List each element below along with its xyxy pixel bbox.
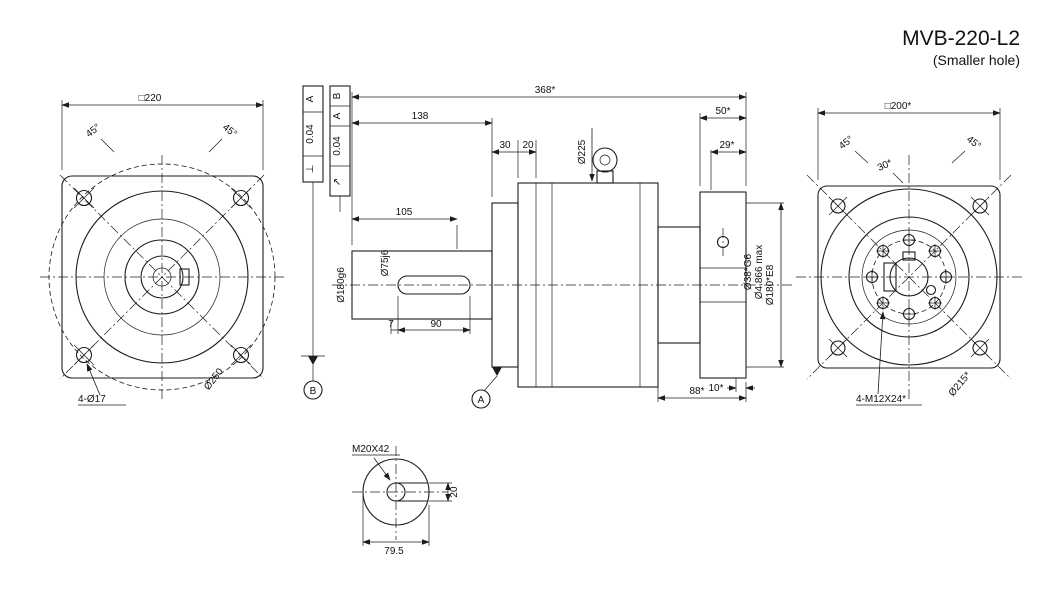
dim-88: 88* [689,386,704,397]
side-view: A 0.04 ⊥ B A 0.04 ↗ [301,85,792,409]
rear-angle-right-label: 45° [964,134,983,152]
rear-centerlines [796,155,1022,400]
gdt1-datum: A [305,95,316,102]
rear-keyway [902,251,916,261]
rear-corner-holes [828,196,990,358]
shaft-keyway-slot [397,275,471,295]
dim-total-length: 368* [535,85,556,96]
detail-dim-dia: 79.5 [362,496,430,557]
detail-dia-label: 79.5 [384,546,404,557]
front-holes-label: 4-Ø17 [78,394,106,405]
datum-a-flag: A [471,367,502,409]
rear-holes-callout: 4-M12X24* [856,311,922,406]
gdt2-datum1: A [332,112,343,119]
detail-centerlines [352,446,448,540]
detail-width-label: 20 [449,486,460,498]
dim-90: 90 [430,319,442,330]
detail-tapped-hole [386,482,406,502]
dim-138: 138 [412,111,429,122]
gdt2-datum2: B [332,92,343,99]
front-circle-label: Ø250 [202,366,226,392]
gdt-frame-perpendicularity: A 0.04 ⊥ [302,85,324,183]
detail-thread-callout: M20X42 [352,444,400,481]
rear-square-label: □200* [885,101,912,112]
rear-angle-left-label: 45° [837,134,856,152]
dim-29: 29* [719,140,734,151]
rear-dia-label: Ø215* [947,370,974,399]
front-square-label: □220 [139,93,162,104]
dim-20: 20 [522,140,534,151]
datum-b-flag: B [301,182,325,400]
dim-50: 50* [715,106,730,117]
rear-pin-hole [925,284,937,296]
dim-7: 7 [388,319,394,330]
rear-bolt-holes [865,233,953,321]
detail-thread-label: M20X42 [352,444,390,455]
front-flange-square [61,175,264,379]
gdt2-tolerance: 0.04 [332,136,343,156]
eye-bolt [592,147,618,184]
runout-symbol-icon: ↗ [332,178,343,186]
side-dimensions: 368* 138 30 20 Ø225 50* 29* 105 [301,85,784,409]
datum-b-label: B [310,386,317,397]
front-view: □220 45° 45° Ø250 4-Ø17 [40,93,285,406]
front-keyway [179,268,190,286]
rear-angle-30-label: 30* [876,158,894,174]
dim-30: 30 [499,140,511,151]
dim-105: 105 [396,207,413,218]
dim-dia-pilot: Ø180g6 [336,267,347,303]
output-flange [699,191,747,379]
front-holes-callout: 4-Ø17 [78,363,126,406]
title-block: MVB-220-L2 (Smaller hole) [902,27,1020,68]
gdt-frame-runout: B A 0.04 ↗ [329,85,351,212]
rear-view: □200* 45° 45° 30* 4-M12X24* Ø215* [796,101,1022,406]
side-outline [351,147,747,388]
perpendicularity-symbol-icon: ⊥ [305,165,316,174]
dim-dia-shaft: Ø75j6 [380,249,391,276]
front-angle-left-label: 45° [84,122,103,140]
rear-holes-label: 4-M12X24* [856,394,906,405]
detail-dim-width: 20 [429,482,460,502]
model-subtitle: (Smaller hole) [933,52,1020,68]
dim-dia-bore: Ø38*G6 [743,253,754,290]
rear-flange-square [817,185,1001,369]
front-bolt-circle [48,163,276,391]
dim-dia-housing: Ø225 [577,139,588,164]
detail-view: M20X42 20 79.5 [352,444,460,557]
front-angle-right-label: 45° [220,122,239,140]
rear-dim-square: □200* [817,101,1001,180]
gdt1-tolerance: 0.04 [305,124,316,144]
detail-shaft-end [362,458,430,526]
rear-key-section [883,262,897,292]
dim-dia-mid: Ø4.866 max [754,245,765,299]
rear-bore [889,257,929,297]
front-corner-holes [73,187,252,366]
dim-dia-spigot: Ø180*E8 [765,264,776,305]
front-dim-square: □220 [61,93,264,170]
datum-a-label: A [478,395,485,406]
dim-10: 10* [708,383,723,394]
model-title: MVB-220-L2 [902,27,1020,50]
